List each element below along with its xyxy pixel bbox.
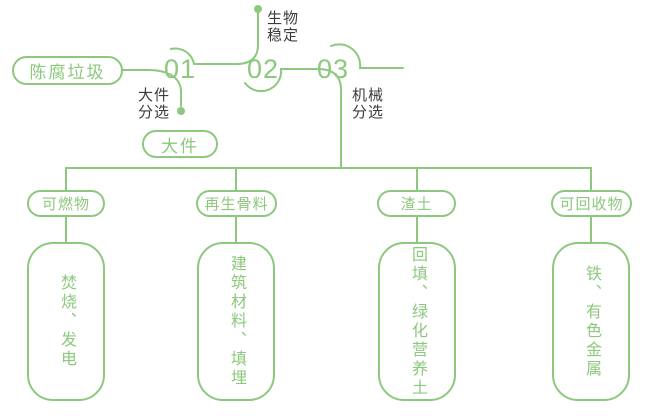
result-box-recyclables: 铁、有色金属 xyxy=(552,242,630,401)
result-text: 铁、有色金属 xyxy=(583,264,600,379)
branch-label: 可燃物 xyxy=(41,196,90,213)
node-bulky: 大件 xyxy=(142,130,218,158)
branch-label: 渣土 xyxy=(400,196,433,213)
stage-label-line: 生物 xyxy=(267,10,300,27)
result-box-slag-soil: 回填、绿化营养土 xyxy=(378,242,456,401)
node-source: 陈腐垃圾 xyxy=(12,56,123,85)
node-combustibles: 可燃物 xyxy=(27,190,105,217)
branch-label: 可回收物 xyxy=(559,196,624,213)
arc-stage3-out xyxy=(330,43,404,69)
result-box-recycled-aggregate: 建筑材料、填埋 xyxy=(197,242,275,401)
result-box-combustibles: 焚烧、发电 xyxy=(27,242,105,401)
arc-stage2-to-stage3 xyxy=(244,68,342,169)
stage-number-3: 03 xyxy=(316,54,350,84)
stage-label-line: 大件 xyxy=(138,87,171,104)
stage-label-line: 机械 xyxy=(352,87,385,104)
stage-label-line: 分选 xyxy=(352,104,385,121)
node-bulky-label: 大件 xyxy=(161,136,199,156)
line-source-to-stage1 xyxy=(122,69,182,107)
stage-number-1: 01 xyxy=(163,54,197,84)
result-text: 焚烧、发电 xyxy=(58,274,75,369)
stage-label-bio-stabilization: 生物 稳定 xyxy=(267,10,299,44)
stage-label-line: 稳定 xyxy=(267,27,300,44)
dot-bio xyxy=(254,5,262,13)
stage-label-line: 分选 xyxy=(138,104,171,121)
result-text: 回填、绿化营养土 xyxy=(409,245,426,398)
node-source-label: 陈腐垃圾 xyxy=(29,63,106,82)
dot-bulky xyxy=(177,107,185,115)
stage-label-mechanical-sorting: 机械 分选 xyxy=(352,87,384,121)
branch-label: 再生骨料 xyxy=(204,196,269,213)
stage-label-bulky-sorting: 大件 分选 xyxy=(138,87,170,121)
node-slag-soil: 渣土 xyxy=(377,190,456,217)
node-recyclables: 可回收物 xyxy=(551,190,632,217)
stage-number-2: 02 xyxy=(246,54,280,84)
arc-stage1-to-stage2 xyxy=(170,11,259,65)
result-text: 建筑材料、填埋 xyxy=(228,255,245,388)
branch-bus-line xyxy=(65,167,592,191)
node-recycled-aggregate: 再生骨料 xyxy=(196,190,277,217)
